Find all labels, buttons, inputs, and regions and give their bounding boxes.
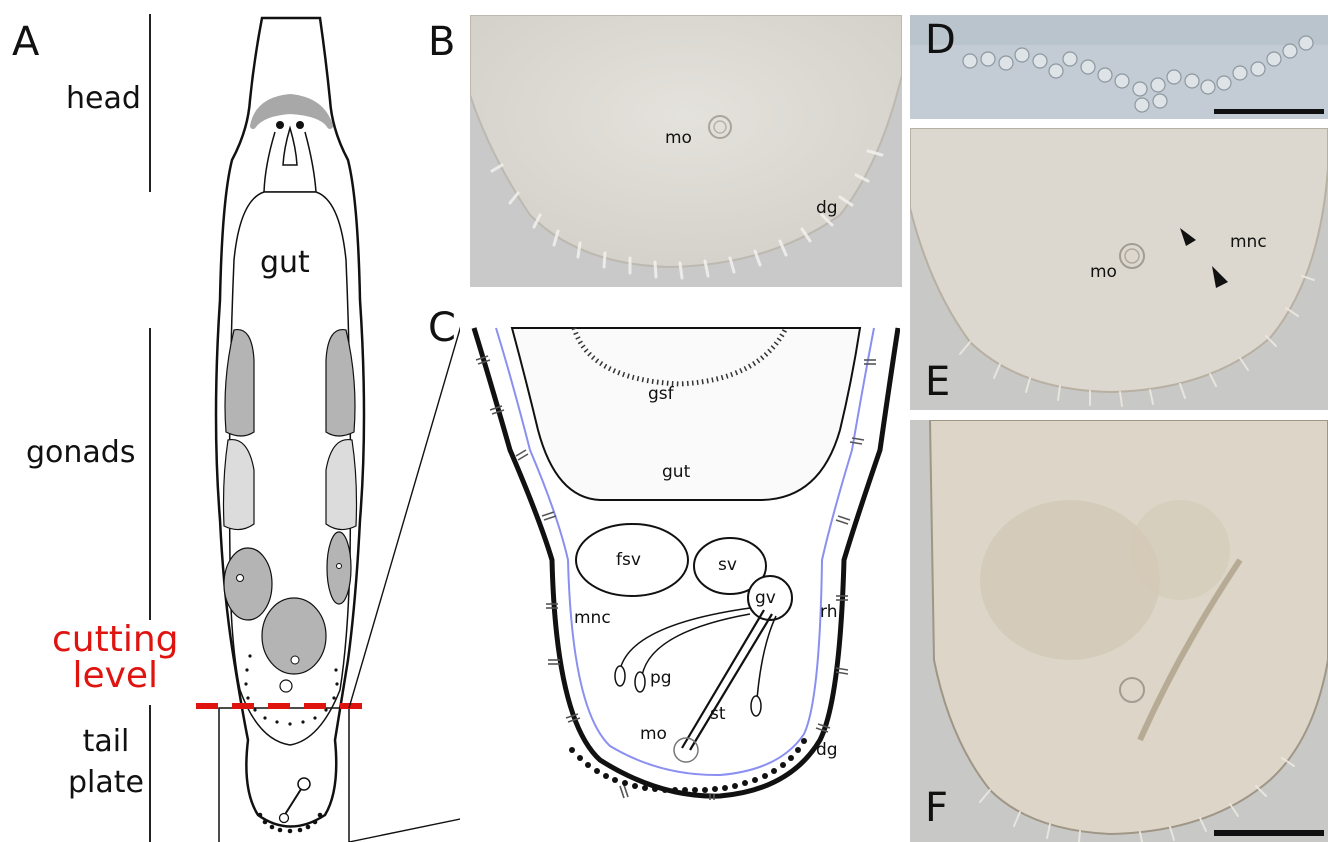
pg-gland-1 — [615, 666, 625, 686]
panel-f-letter: F — [925, 788, 948, 828]
panel-c-mnc-label: mnc — [574, 608, 611, 628]
eye-right — [296, 121, 304, 129]
region-gut-label: gut — [260, 246, 310, 279]
tail-mouth-opening — [280, 814, 289, 823]
panel-c-sv-label: sv — [718, 555, 737, 575]
gonad-left-3-pore — [237, 575, 244, 582]
gonad-left-2 — [224, 440, 255, 530]
panel-c-mo-label: mo — [640, 724, 667, 744]
stylet-inner — [690, 614, 772, 750]
panel-c-tail-diagram — [460, 320, 900, 800]
panel-c-st-label: st — [710, 704, 726, 724]
panel-b-dg-label: dg — [816, 198, 838, 218]
panel-c-fsv-label: fsv — [616, 550, 641, 570]
tail-stylet-bulb — [298, 778, 310, 790]
gonad-right-2 — [326, 440, 357, 530]
prostatic-duct-left-2 — [642, 614, 750, 676]
panel-d-micrograph — [910, 15, 1328, 119]
panel-f-micrograph — [910, 420, 1328, 842]
panel-a-worm-diagram — [0, 0, 460, 842]
zoom-connector-top — [349, 322, 460, 708]
panel-e-mnc-label: mnc — [1230, 232, 1267, 252]
panel-c-dg-label: dg — [816, 740, 838, 760]
seminal-vesicle-pore — [291, 656, 299, 664]
panel-c-pg-label: pg — [650, 668, 672, 688]
panel-c-rh-label: rh — [820, 602, 837, 622]
pg-gland-3 — [751, 696, 761, 716]
panel-b-micrograph — [470, 15, 902, 287]
panel-b-mo-label: mo — [665, 128, 692, 148]
panel-b-letter: B — [428, 22, 455, 62]
panel-c-letter: C — [428, 308, 456, 348]
panel-e-letter: E — [925, 362, 950, 402]
genital-opening — [280, 680, 292, 692]
panel-e-mo-label: mo — [1090, 262, 1117, 282]
panel-c-gv-label: gv — [755, 588, 776, 608]
gonad-right-3-pore — [337, 564, 342, 569]
panel-c-gsf-label: gsf — [648, 384, 674, 404]
panel-d-letter: D — [925, 20, 956, 60]
panel-e-micrograph — [910, 128, 1328, 410]
zoom-connector-bottom — [349, 788, 460, 842]
panel-c-gut-label: gut — [662, 462, 690, 482]
gonad-left-3 — [224, 548, 272, 620]
pg-gland-2 — [635, 672, 645, 692]
eye-left — [276, 121, 284, 129]
stylet — [682, 610, 764, 748]
